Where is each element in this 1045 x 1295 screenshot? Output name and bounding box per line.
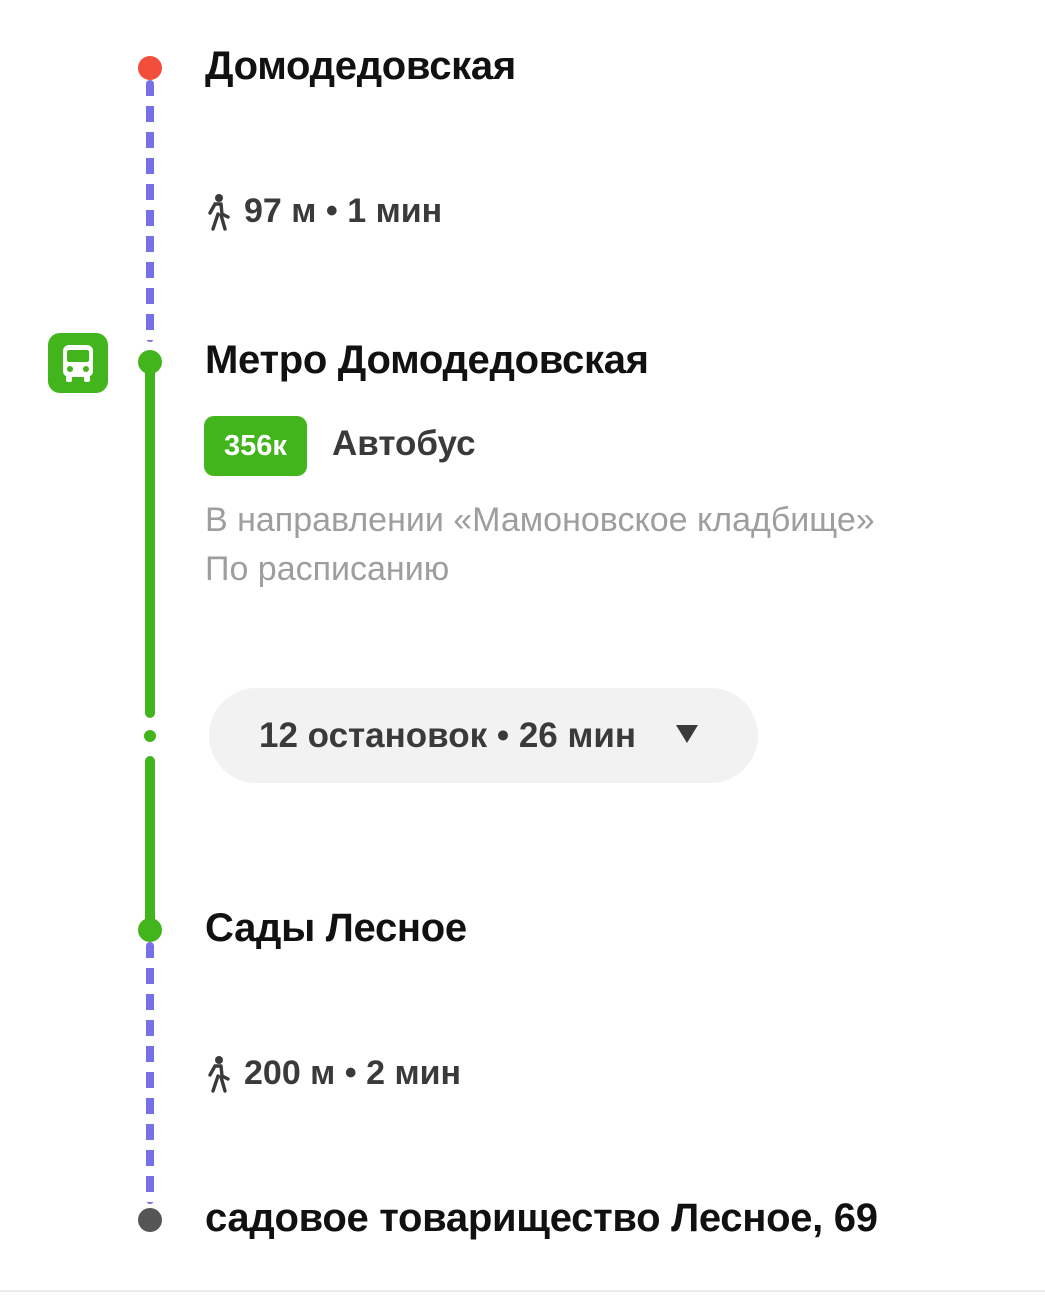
walk-info-1: 97 м • 1 мин (202, 192, 442, 231)
walk-info-2: 200 м • 2 мин (202, 1054, 461, 1093)
intermediate-stop-dot (144, 730, 156, 742)
pedestrian-icon (208, 1055, 230, 1093)
destination-name: садовое товарищество Лесное, 69 (205, 1196, 878, 1240)
board-stop-dot (138, 350, 162, 374)
board-stop-name: Метро Домодедовская (205, 338, 649, 382)
bottom-divider (0, 1290, 1045, 1292)
bus-icon (63, 345, 93, 382)
walk-route-line-2 (146, 942, 154, 1204)
exit-stop-name: Сады Лесное (205, 906, 467, 950)
route-number-badge: 356к (204, 416, 307, 476)
pedestrian-icon (208, 193, 230, 231)
stops-expand-button[interactable]: 12 остановок • 26 мин (209, 688, 758, 783)
start-point-dot (138, 56, 162, 80)
walk-route-line-1 (146, 80, 154, 342)
start-point-name: Домодедовская (205, 44, 516, 88)
schedule-text: По расписанию (205, 550, 450, 588)
bus-route-line-lower (145, 756, 155, 928)
walk-distance-time-1: 97 м • 1 мин (244, 192, 443, 230)
bus-segment-badge (48, 333, 108, 393)
stops-summary-label: 12 остановок • 26 мин (259, 715, 637, 755)
bus-route-line-upper (145, 362, 155, 718)
walk-distance-time-2: 200 м • 2 мин (244, 1054, 462, 1092)
direction-text: В направлении «Мамоновское кладбище» (205, 501, 875, 539)
exit-stop-dot (138, 918, 162, 942)
transport-type-label: Автобус (332, 424, 476, 463)
triangle-down-icon (676, 725, 698, 743)
destination-dot (138, 1208, 162, 1232)
